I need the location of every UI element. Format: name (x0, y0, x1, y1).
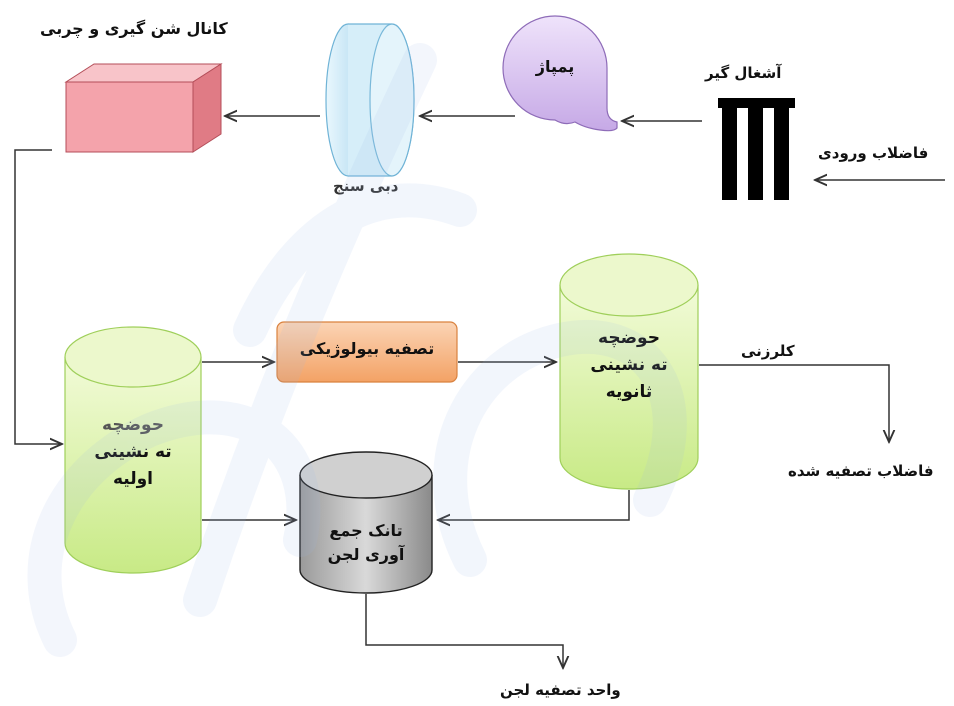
primary-tank-label-2: ته نشینی (94, 442, 172, 462)
bar-screen-icon (718, 98, 795, 200)
primary-tank-label-3: اولیه (112, 469, 154, 489)
secondary-tank-label-1: حوضچه (598, 328, 660, 348)
sludge-tank-label-1: تانک جمع (329, 521, 403, 540)
sludge-collection-tank (299, 451, 433, 594)
pump-label: پمپاژ (535, 57, 575, 76)
secondary-tank-label-3: ثانویه (605, 382, 653, 402)
grit-channel-box-icon (64, 63, 223, 153)
sludge-to-unit-line (365, 594, 563, 668)
sludge-tank-label-2: آوری لجن (327, 545, 405, 564)
grit-to-primary-line (14, 149, 62, 444)
secondary-to-sludge-line (438, 490, 630, 520)
influent-label: فاضلاب ورودی (818, 144, 929, 162)
grit-channel-label: کانال شن گیری و چربی (40, 19, 228, 38)
secondary-settling-tank (559, 253, 699, 490)
chlorination-line (699, 364, 889, 442)
sludge-unit-label: واحد تصفیه لجن (500, 681, 621, 699)
screen-label: آشغال گیر (705, 64, 782, 82)
biological-treatment-box (276, 321, 458, 383)
secondary-tank-label-2: ته نشینی (590, 355, 668, 375)
flow-meter-label: دبی سنج (333, 177, 399, 195)
flow-connectors (14, 116, 945, 668)
treated-effluent-label: فاضلاب تصفیه شده (788, 462, 934, 480)
primary-tank-label-1: حوضچه (102, 415, 164, 435)
pump-icon (502, 15, 618, 132)
biological-treatment-label: تصفیه بیولوژیکی (299, 339, 435, 358)
primary-settling-tank (64, 326, 202, 574)
chlorination-label: کلرزنی (741, 342, 795, 360)
flow-meter-icon (325, 23, 415, 177)
